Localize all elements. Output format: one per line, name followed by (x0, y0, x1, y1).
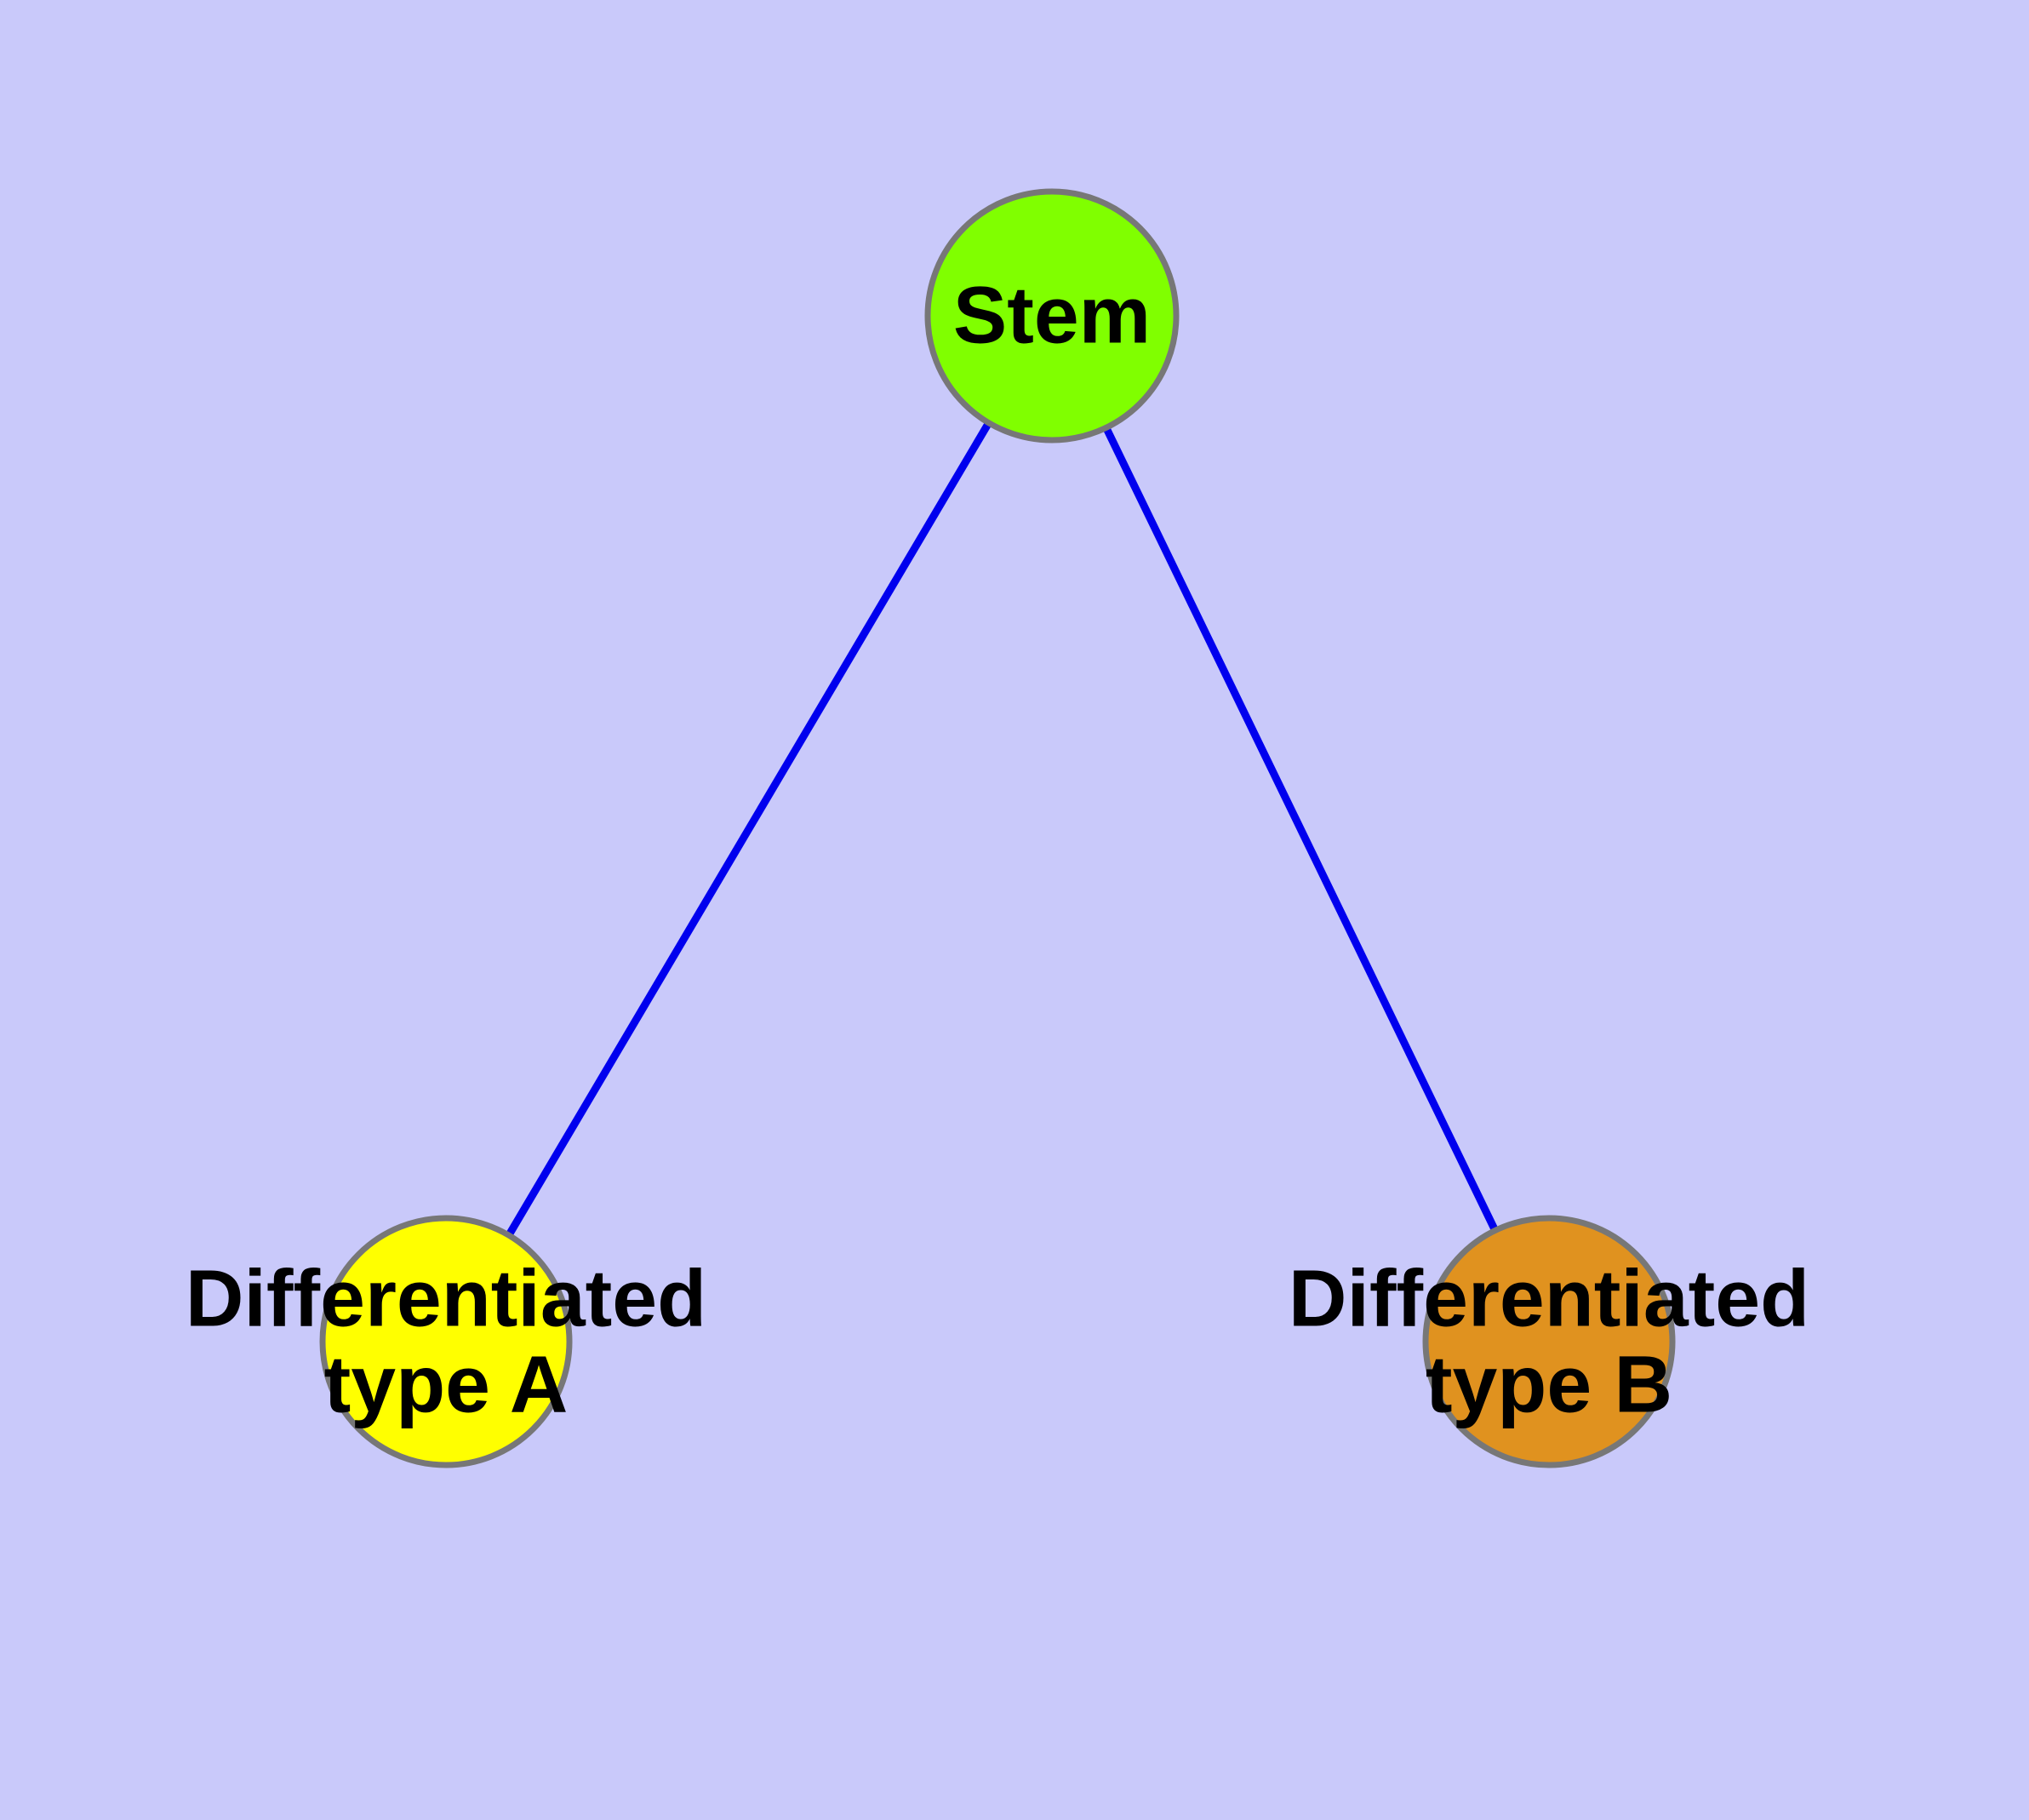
graph-node-diff_a[interactable] (319, 1215, 573, 1468)
node-layer (319, 188, 1676, 1468)
graph-node-diff_b[interactable] (1422, 1215, 1676, 1468)
edge-layer (443, 313, 1553, 1344)
graph-edge[interactable] (1048, 314, 1553, 1343)
graph-node-stem[interactable] (924, 188, 1180, 444)
graph-edge[interactable] (443, 313, 1055, 1344)
